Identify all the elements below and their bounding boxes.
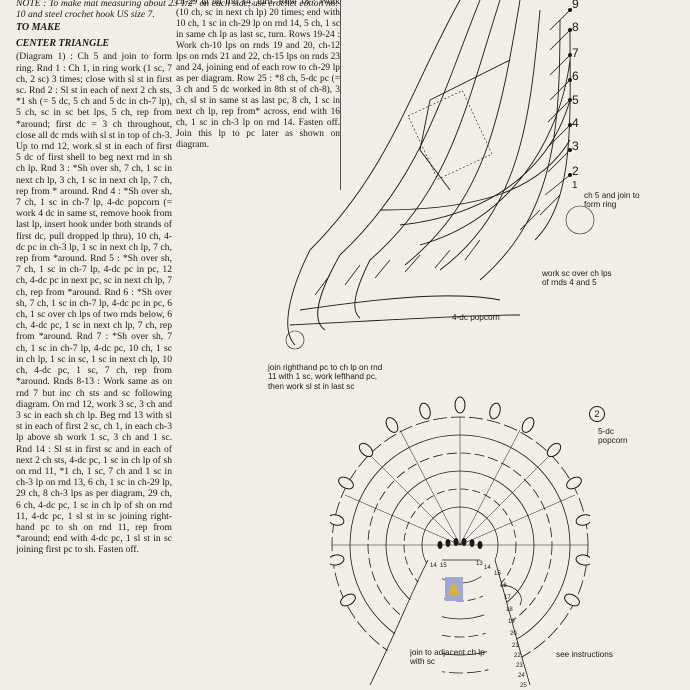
note-paragraph: NOTE : To make mat measuring about 23 1/…: [16, 0, 338, 21]
edge-number: 15: [494, 571, 501, 577]
edge-number: 15: [440, 563, 447, 569]
instruction-column: NOTE : To make mat measuring about 23 1/…: [16, 0, 338, 690]
edge-number: 19: [508, 619, 515, 625]
edge-number: 21: [512, 643, 519, 649]
row-number: 9: [572, 0, 579, 11]
edge-number: 13: [476, 561, 483, 567]
row-number: 6: [572, 69, 579, 83]
diagram-2-number: 2: [594, 409, 600, 419]
row-number: 4: [572, 116, 579, 130]
diagram-1-center-triangle: 9 8 7 6 5 4 3 2 1: [285, 0, 595, 350]
edge-number: 20: [510, 631, 517, 637]
edge-number: 17: [504, 595, 511, 601]
edge-number: 24: [518, 673, 525, 679]
edge-number: 23: [516, 663, 523, 669]
instruction-column-right: ch-29 lp on rnd 14, turn. Row 18 : Work …: [176, 0, 340, 151]
instructions-text-continued: ch-29 lp on rnd 14, turn. Row 18 : Work …: [176, 0, 340, 150]
see-instructions-label: see instructions: [556, 650, 613, 659]
join-label-1: join righthand pc to ch lp on rnd 11 wit…: [268, 363, 383, 391]
edge-number: 18: [506, 607, 513, 613]
row-number: 3: [572, 139, 579, 153]
edge-number: 16: [500, 583, 507, 589]
ring-label: ch 5 and join to form ring: [584, 191, 640, 210]
edge-number: 14: [430, 563, 437, 569]
column-divider: [340, 0, 341, 190]
diagram-2-fan: 14 15 13 14 15 16 17 18 19 20 21 22 23 2…: [330, 396, 590, 690]
row-number: 2: [572, 164, 579, 178]
work-sc-label: work sc over ch lps of rnds 4 and 5: [542, 269, 612, 288]
row-number: 1: [572, 180, 578, 191]
edge-number: 25: [520, 683, 527, 689]
row-number: 5: [572, 93, 579, 107]
row-number: 7: [572, 46, 579, 60]
edge-number: 22: [514, 653, 521, 659]
subsection-title: CENTER TRIANGLE: [16, 38, 110, 50]
popcorn-label-2: 5-dc popcorn: [598, 427, 628, 446]
instructions-text: (Diagram 1) : Ch 5 and join to form ring…: [16, 51, 172, 556]
join-adjacent-label: join to adjacent ch lp with sc: [410, 648, 485, 667]
edge-number: 14: [484, 565, 491, 571]
section-title: TO MAKE: [16, 22, 61, 34]
diagram-2-number-badge: 2: [589, 406, 605, 422]
popcorn-label-1: 4-dc popcorn: [452, 313, 500, 322]
row-number: 8: [572, 20, 579, 34]
